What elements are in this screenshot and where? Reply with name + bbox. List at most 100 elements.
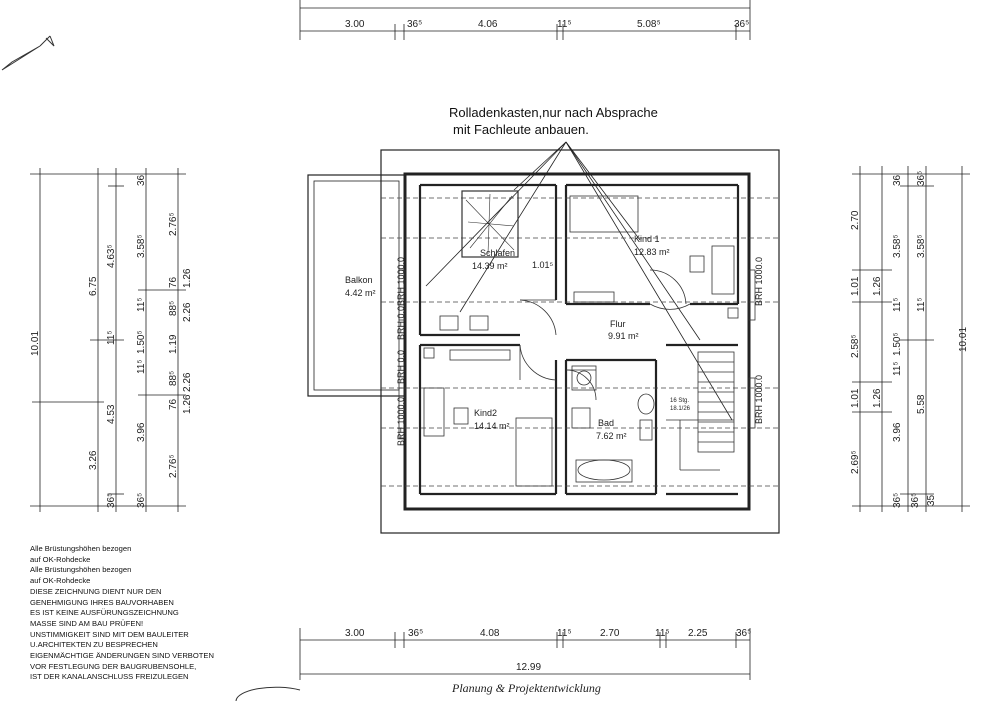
- top-dimension-chain: [299, 0, 751, 40]
- brh-left-mid: BRH 0.0: [396, 350, 406, 384]
- rolladen-callout: Rolladenkasten,nur nach Absprache mit Fa…: [449, 104, 658, 138]
- right-dim-c3-4: 35: [926, 494, 937, 506]
- right-dim-c2-5: 11⁵: [892, 361, 903, 376]
- left-dim-c3-6: 36⁵: [136, 493, 147, 508]
- right-dim-c1-0: 2.70: [850, 210, 861, 230]
- left-dim-c4-2: 88⁵: [168, 301, 179, 316]
- right-dim-c1-3: 1.01: [850, 388, 861, 408]
- left-dim-c4-1: 76: [168, 276, 179, 288]
- note-line: U.ARCHITEKTEN ZU BESPRECHEN: [30, 640, 158, 650]
- brh-right-upper: BRH 1000.0: [754, 257, 764, 306]
- bottom-dim-2: 36⁵: [408, 628, 423, 639]
- left-dim-c3-4: 11⁵: [136, 359, 147, 374]
- bottom-dim-total: 12.99: [516, 662, 541, 673]
- top-dim-3: 4.06: [478, 19, 498, 30]
- right-dim-c2-2: 1.26: [872, 276, 883, 296]
- bottom-dim-1: 3.00: [345, 628, 365, 639]
- left-dim-c5-1: 2.26: [182, 302, 193, 322]
- top-dim-5: 5.08⁵: [637, 19, 661, 30]
- note-line: ES IST KEINE AUSFÜRUNGSZEICHNUNG: [30, 608, 179, 618]
- top-dim-1: 3.00: [345, 19, 365, 30]
- general-notes: Alle Brüstungshöhen bezogen auf OK-Rohde…: [30, 544, 270, 683]
- note-line: EIGENMÄCHTIGE ÄNDERUNGEN SIND VERBOTEN: [30, 651, 214, 661]
- right-dim-c2-1: 3.58⁵: [892, 234, 903, 258]
- left-dim-c5-3: 1.26: [182, 394, 193, 414]
- right-dim-c2-7: 3.96: [892, 422, 903, 442]
- right-dim-c1-4: 2.69⁵: [850, 450, 861, 474]
- top-dim-2: 36⁵: [407, 19, 422, 30]
- room-schlafen-name: Schlafen: [480, 248, 515, 258]
- note-line: Alle Brüstungshöhen bezogen: [30, 565, 132, 575]
- room-bad-area: 7.62 m²: [596, 431, 627, 441]
- north-arrow-icon: [1, 35, 55, 71]
- left-dim-c4-4: 88⁵: [168, 371, 179, 386]
- callout-leader-lines: [425, 141, 733, 421]
- right-dim-c2-6: 1.26: [872, 388, 883, 408]
- bottom-dim-7: 2.25: [688, 628, 708, 639]
- bottom-dim-3: 4.08: [480, 628, 500, 639]
- left-dimension-chains: [30, 168, 186, 512]
- right-dim-c2-3: 11⁵: [892, 297, 903, 312]
- top-dim-6: 36⁵: [734, 19, 749, 30]
- bottom-dimension-chain: [299, 628, 751, 680]
- right-dim-c3-3: 5.58: [916, 394, 927, 414]
- left-dim-outer: 10.01: [30, 331, 41, 356]
- left-dim-c2-2: 4.53: [106, 404, 117, 424]
- bottom-dim-5: 2.70: [600, 628, 620, 639]
- right-dim-c2-0: 36: [892, 174, 903, 186]
- right-dim-c1-2: 2.58⁵: [850, 334, 861, 358]
- left-dim-c4-0: 2.76⁵: [168, 212, 179, 236]
- stamp-icon: [235, 686, 301, 701]
- bottom-dim-4: 11⁵: [557, 628, 572, 639]
- right-dim-c1-1: 1.01: [850, 276, 861, 296]
- note-line: IST DER KANALANSCHLUSS FREIZULEGEN: [30, 672, 189, 682]
- right-dim-c2-4: 1.50⁵: [892, 332, 903, 356]
- left-dim-c5-2: 2.26: [182, 372, 193, 392]
- left-dim-c4-3: 1.19: [168, 334, 179, 354]
- left-dim-c1-1: 3.26: [88, 450, 99, 470]
- door-swings: [519, 269, 691, 401]
- room-kind2-area: 14.14 m²: [474, 421, 510, 431]
- note-line: GENEHMIGUNG IHRES BAUVORHABEN: [30, 597, 174, 607]
- note-line: auf OK-Rohdecke: [30, 554, 91, 564]
- callout-line-2: mit Fachleute anbauen.: [453, 122, 589, 137]
- note-line: DIESE ZEICHNUNG DIENT NUR DEN: [30, 586, 162, 596]
- right-dimension-chains: [852, 166, 970, 512]
- top-dim-4: 11⁵: [557, 19, 572, 30]
- room-kind1-area: 12.83 m²: [634, 247, 670, 257]
- left-dim-c3-3: 1.50⁵: [136, 330, 147, 354]
- left-dim-c3-0: 36: [136, 174, 147, 186]
- left-dim-c5-0: 1.26: [182, 268, 193, 288]
- brh-right-lower: BRH 1000.0: [754, 375, 764, 424]
- building-outline: [307, 149, 780, 534]
- bottom-dim-6: 11⁵: [655, 628, 670, 639]
- bottom-dim-8: 36⁵: [736, 628, 751, 639]
- room-flur-area: 9.91 m²: [608, 331, 639, 341]
- room-bad-name: Bad: [598, 418, 614, 428]
- note-line: auf OK-Rohdecke: [30, 576, 91, 586]
- left-dim-c3-5: 3.96: [136, 422, 147, 442]
- interior-walls: [418, 183, 740, 496]
- room-kind1-name: Kind 1: [634, 234, 660, 244]
- right-dim-c3-0: 36⁵: [916, 171, 927, 186]
- brh-left-upper: BRH 0.0BRH 1000.0: [396, 257, 406, 340]
- left-dim-c2-0: 4.63⁵: [106, 244, 117, 268]
- right-dim-outer: 10.01: [958, 327, 969, 352]
- left-dim-c3-1: 3.58⁵: [136, 234, 147, 258]
- left-dim-c2-1: 11⁵: [106, 330, 117, 345]
- left-dim-c4-5: 76: [168, 398, 179, 410]
- room-balkon-area: 4.42 m²: [345, 288, 376, 298]
- callout-line-1: Rolladenkasten,nur nach Absprache: [449, 105, 658, 120]
- company-name: Planung & Projektentwicklung: [452, 681, 601, 695]
- note-line: Alle Brüstungshöhen bezogen: [30, 544, 132, 553]
- right-dim-c1-5: 36⁵: [892, 493, 903, 508]
- stairs-label-1: 16 Stg.: [670, 398, 689, 404]
- note-line: MASSE SIND AM BAU PRÜFEN!: [30, 618, 144, 628]
- right-dim-c3-1: 3.58⁵: [916, 234, 927, 258]
- left-dim-c3-2: 11⁵: [136, 297, 147, 312]
- room-kind2-name: Kind2: [474, 408, 497, 418]
- room-flur-name: Flur: [610, 319, 626, 329]
- note-line: UNSTIMMIGKEIT SIND MIT DEM BAULEITER: [30, 629, 189, 639]
- stairs-label-2: 18.1/26: [670, 406, 691, 412]
